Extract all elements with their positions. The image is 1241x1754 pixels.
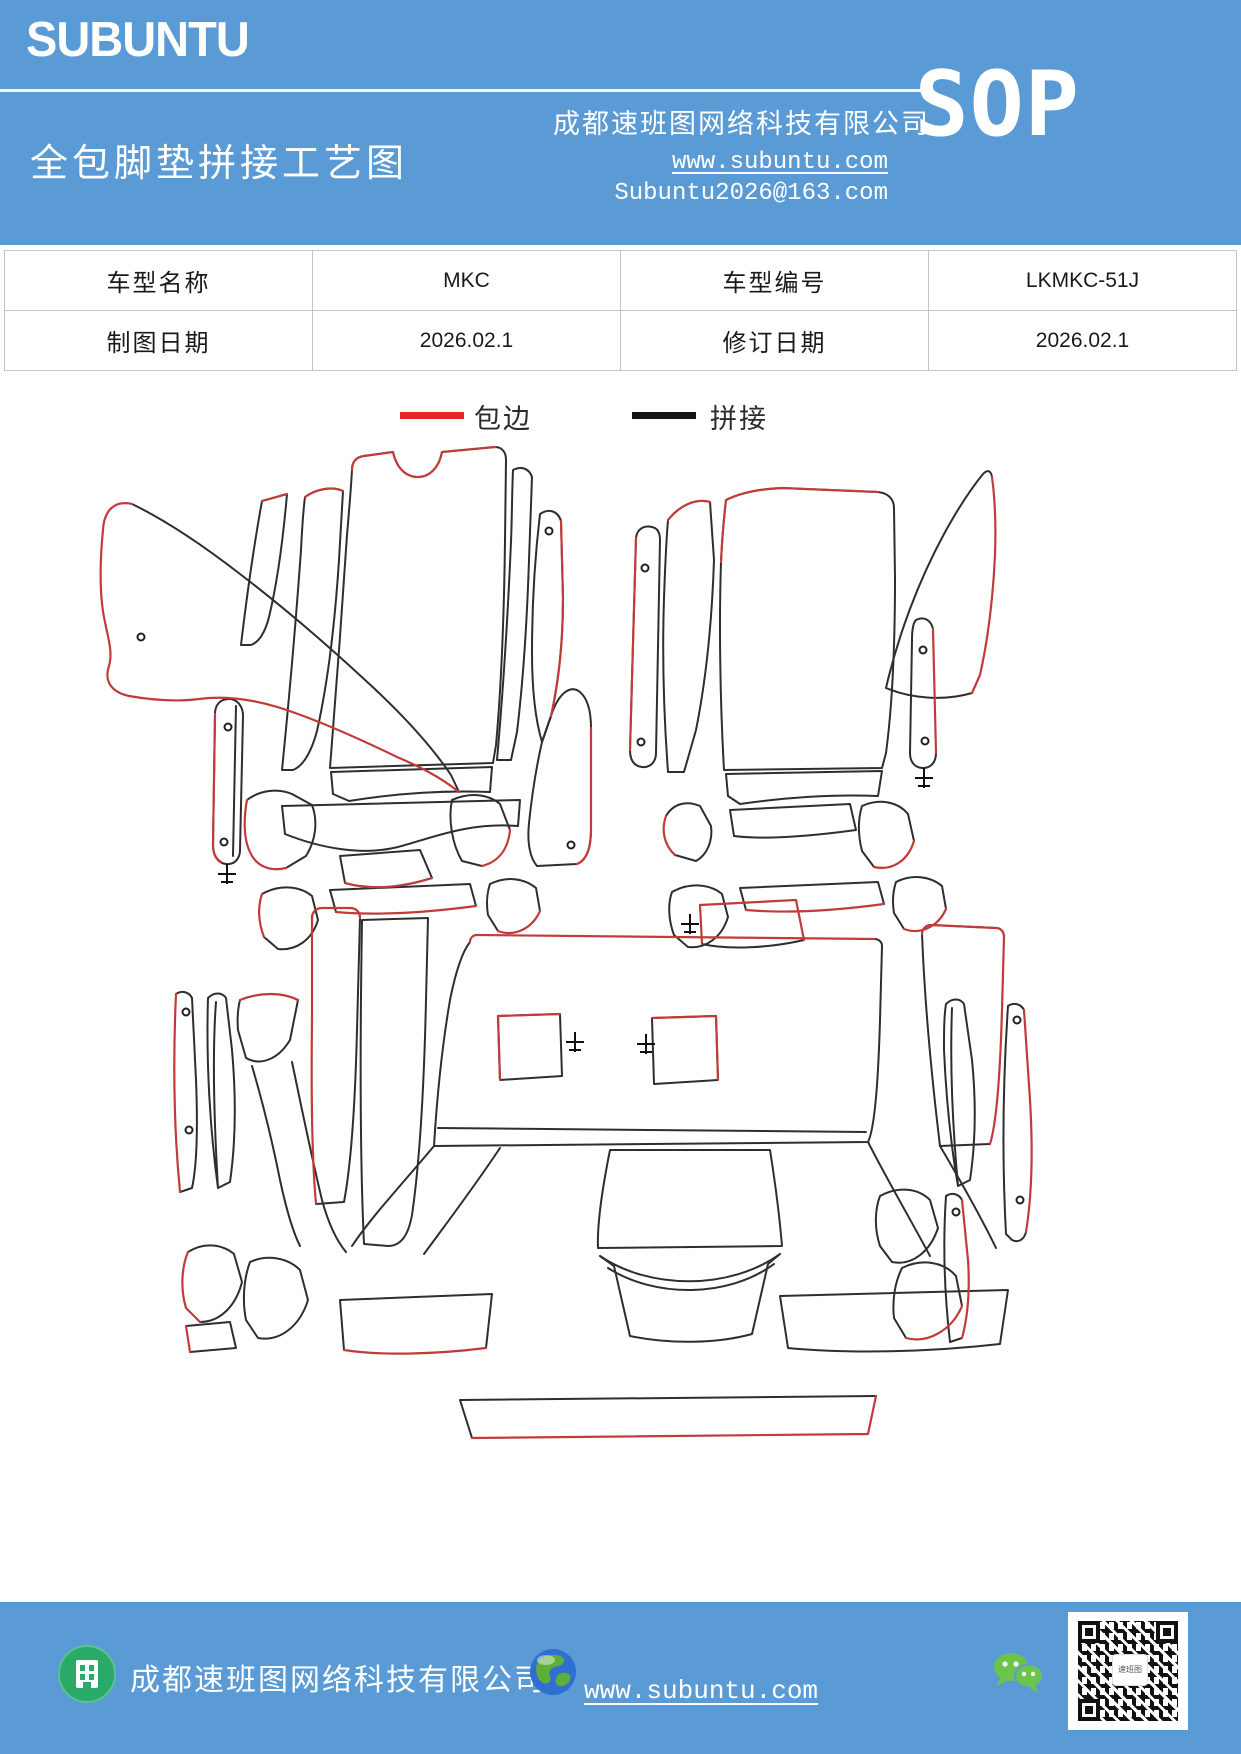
model-code-value: LKMKC-51J <box>928 250 1237 311</box>
qr-code: 速班图 <box>1068 1612 1188 1730</box>
stitch-lines <box>131 446 1027 1439</box>
table-row: 车型名称 MKC 车型编号 LKMKC-51J <box>4 250 1237 311</box>
header-company-name: 成都速班图网络科技有限公司 <box>553 109 930 139</box>
table-row: 制图日期 2026.02.1 修订日期 2026.02.1 <box>4 310 1237 371</box>
legend-edge-swatch <box>400 412 464 419</box>
stop-marks <box>218 768 933 1054</box>
vehicle-info-table: 车型名称 MKC 车型编号 LKMKC-51J 制图日期 2026.02.1 修… <box>4 250 1237 371</box>
qr-finder-top-left <box>1078 1621 1100 1643</box>
header-divider <box>0 89 932 92</box>
header-email: Subuntu2026@163.com <box>614 180 888 207</box>
model-name-label: 车型名称 <box>4 250 313 311</box>
edge-lines <box>99 445 1033 1440</box>
qr-finder-top-right <box>1156 1621 1178 1643</box>
header-website-link[interactable]: www.subuntu.com <box>671 149 888 176</box>
header-band <box>0 0 1241 245</box>
page-title: 全包脚垫拼接工艺图 <box>30 143 409 185</box>
company-building-icon <box>58 1645 116 1703</box>
sop-label: SOP <box>914 52 1080 157</box>
qr-center-logo: 速班图 <box>1112 1654 1148 1686</box>
brand-logo: SUBUNTU <box>26 11 250 67</box>
draw-date-value: 2026.02.1 <box>312 310 621 371</box>
punch-holes <box>136 526 1025 1217</box>
model-code-label: 车型编号 <box>620 250 929 311</box>
footer-company-name: 成都速班图网络科技有限公司 <box>130 1664 546 1697</box>
revise-date-value: 2026.02.1 <box>928 310 1237 371</box>
wechat-icon <box>994 1653 1044 1693</box>
legend-edge-label: 包边 <box>474 404 532 434</box>
revise-date-label: 修订日期 <box>620 310 929 371</box>
qr-finder-bottom-left <box>1078 1699 1100 1721</box>
draw-date-label: 制图日期 <box>4 310 313 371</box>
legend-stitch-label: 拼接 <box>710 404 768 434</box>
legend-stitch-swatch <box>632 412 696 419</box>
model-name-value: MKC <box>312 250 621 311</box>
footer-website-link[interactable]: www.subuntu.com <box>584 1676 819 1706</box>
globe-icon <box>530 1649 576 1695</box>
